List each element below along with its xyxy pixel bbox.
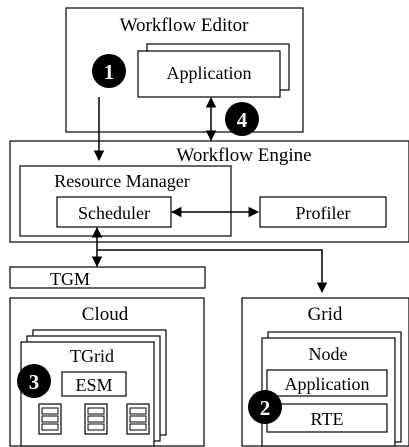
esm-label: ESM <box>75 375 112 395</box>
server-icon <box>38 403 62 435</box>
tgrid-label: TGrid <box>70 346 114 366</box>
scheduler-label: Scheduler <box>78 203 150 223</box>
badge-2 <box>248 390 282 424</box>
resource-manager-label: Resource Manager <box>54 171 189 191</box>
badge-4-label: 4 <box>237 108 248 132</box>
application-stack-front <box>137 50 281 98</box>
esm-box <box>61 371 127 397</box>
scheduler-grid-arrow <box>97 249 328 294</box>
node-label: Node <box>309 344 348 364</box>
grid-application-box <box>266 369 388 397</box>
workflow-engine-title: Workflow Engine <box>176 145 311 166</box>
workflow-editor-title: Workflow Editor <box>120 15 249 36</box>
grid-application-label: Application <box>285 374 370 394</box>
workflow-editor-box: Workflow Editor Application 1 <box>65 7 304 133</box>
workflow-engine-box: Workflow Engine Resource Manager Schedul… <box>9 140 409 243</box>
cloud-box: Cloud TGrid ESM 3 <box>9 297 205 447</box>
badge-2-label: 2 <box>260 396 271 420</box>
rte-box <box>266 403 388 433</box>
badge-1 <box>92 54 126 88</box>
server-icon <box>84 403 108 435</box>
badge-3-label: 3 <box>29 370 40 394</box>
badge-1-label: 1 <box>104 60 115 84</box>
cloud-title: Cloud <box>82 304 129 325</box>
tgm-label: TGM <box>50 269 90 289</box>
grid-title: Grid <box>308 304 343 325</box>
editor-application-label: Application <box>167 63 252 83</box>
badge-4 <box>225 102 259 136</box>
scheduler-box <box>56 196 172 228</box>
grid-box: Grid Node Application RTE 2 <box>241 297 409 447</box>
badge-3 <box>17 364 51 398</box>
server-icon <box>126 403 150 435</box>
tgm-box <box>9 266 206 289</box>
profiler-box <box>259 196 387 228</box>
profiler-label: Profiler <box>296 203 351 223</box>
rte-label: RTE <box>311 409 344 429</box>
